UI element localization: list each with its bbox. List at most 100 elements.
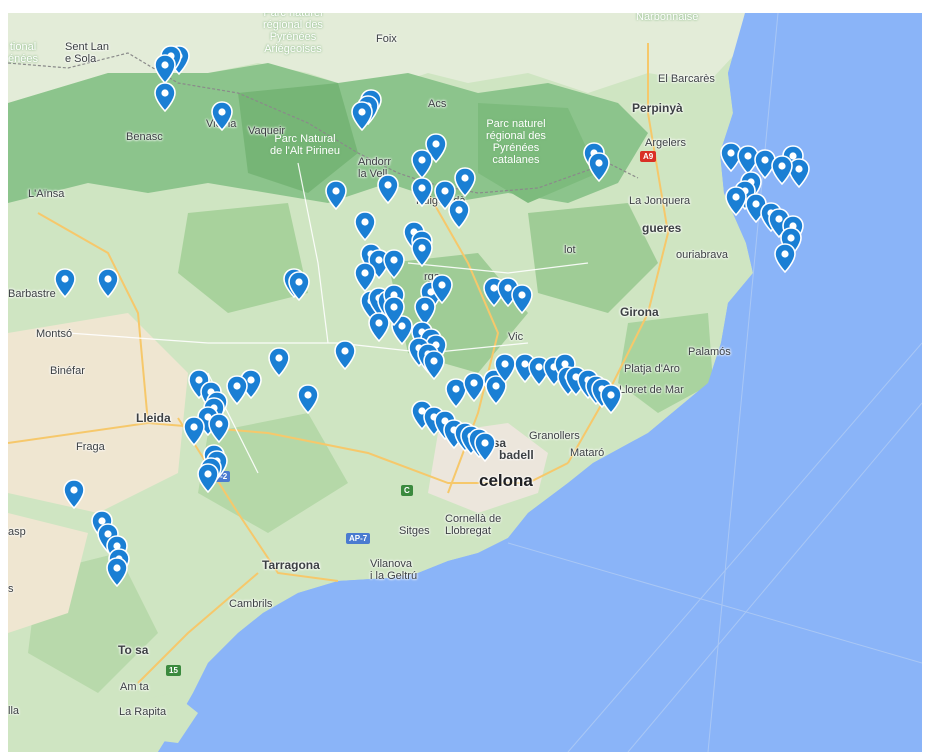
map-pin-marker[interactable] xyxy=(463,372,485,402)
road-shield-a9: A9 xyxy=(640,151,657,162)
place-label-line: Vilanova xyxy=(370,558,412,570)
place-label-cambrils: Cambrils xyxy=(229,598,273,610)
map-pin-marker[interactable] xyxy=(588,152,610,182)
place-label-el-barcares: El Barcarès xyxy=(658,73,715,85)
border-line xyxy=(8,52,639,194)
map-pin-marker[interactable] xyxy=(474,432,496,462)
map-pin-marker[interactable] xyxy=(351,101,373,131)
map-pin-icon xyxy=(97,268,119,298)
map-pin-marker[interactable] xyxy=(154,82,176,112)
place-label-left-edge-la: lla xyxy=(8,705,20,717)
road-shield-e15: 15 xyxy=(166,665,181,676)
map-pin-icon xyxy=(411,149,433,179)
map-pin-marker[interactable] xyxy=(434,180,456,210)
ebro-delta xyxy=(128,693,198,743)
place-label-l-ainsa: L'Aïnsa xyxy=(28,188,65,200)
place-label-line: e Sola xyxy=(65,53,97,65)
map-pin-marker[interactable] xyxy=(494,353,516,383)
forest-patch xyxy=(178,203,308,313)
map-pin-marker[interactable] xyxy=(97,268,119,298)
map-pin-marker[interactable] xyxy=(774,243,796,273)
place-label-left-edge-s: s xyxy=(8,583,14,595)
map-pin-icon xyxy=(754,149,776,179)
place-label-vic: Vic xyxy=(508,331,524,343)
map-pin-marker[interactable] xyxy=(771,155,793,185)
map-pin-marker[interactable] xyxy=(197,463,219,493)
place-label-line: régional des xyxy=(486,130,546,142)
place-label-narbonnaise: Narbonnaise xyxy=(636,13,699,23)
map-pin-icon xyxy=(106,557,128,587)
map-pin-marker[interactable] xyxy=(431,274,453,304)
place-label-line: Llobregat xyxy=(445,525,491,537)
plain-area xyxy=(8,513,88,633)
place-label-line: Ariégeoises xyxy=(264,43,322,55)
map-pin-marker[interactable] xyxy=(325,180,347,210)
map-pin-marker[interactable] xyxy=(737,145,759,175)
map-pin-marker[interactable] xyxy=(106,557,128,587)
place-label-granollers: Granollers xyxy=(529,430,580,442)
map-pin-icon xyxy=(288,271,310,301)
place-label-figueres: gueres xyxy=(642,221,682,235)
map-pin-marker[interactable] xyxy=(211,101,233,131)
map-pin-marker[interactable] xyxy=(411,149,433,179)
map-pin-marker[interactable] xyxy=(183,416,205,446)
map-pin-marker[interactable] xyxy=(63,479,85,509)
place-label-costa-brava: ouriabrava xyxy=(676,249,728,261)
place-label-palamos: Palamós xyxy=(688,346,731,358)
map-pin-marker[interactable] xyxy=(725,186,747,216)
map-pin-marker[interactable] xyxy=(411,237,433,267)
place-label-platja-d-aro: Platja d'Aro xyxy=(624,363,680,375)
place-label-line: Pyrénées xyxy=(269,31,317,43)
map-pin-marker[interactable] xyxy=(354,262,376,292)
map-pin-icon xyxy=(208,413,230,443)
map-pin-marker[interactable] xyxy=(54,268,76,298)
map-pin-marker[interactable] xyxy=(511,284,533,314)
map-pin-marker[interactable] xyxy=(334,340,356,370)
place-label-perpinya: Perpinyà xyxy=(632,101,683,115)
map-pin-marker[interactable] xyxy=(720,142,742,172)
place-label-casp: asp xyxy=(8,526,26,538)
place-label-line: Parc naturel xyxy=(486,118,546,130)
place-label-line: i la Geltrú xyxy=(370,570,418,582)
map-pin-marker[interactable] xyxy=(448,199,470,229)
map-pin-icon xyxy=(297,384,319,414)
map-pin-marker[interactable] xyxy=(383,296,405,326)
map-pin-icon xyxy=(325,180,347,210)
map-pin-icon xyxy=(725,186,747,216)
map-pin-marker[interactable] xyxy=(354,211,376,241)
place-label-olot: lot xyxy=(564,244,576,256)
place-label-amposta: Am ta xyxy=(120,681,149,693)
map-pin-marker[interactable] xyxy=(754,149,776,179)
map-pin-marker[interactable] xyxy=(423,350,445,380)
place-label-acs: Acs xyxy=(428,98,447,110)
map-pin-marker[interactable] xyxy=(383,249,405,279)
forest-patch xyxy=(238,83,358,193)
map-pin-icon xyxy=(600,384,622,414)
map-pin-icon xyxy=(588,152,610,182)
map-pin-marker[interactable] xyxy=(454,167,476,197)
map-pin-icon xyxy=(154,82,176,112)
map-pin-marker[interactable] xyxy=(154,54,176,84)
place-label-girona: Girona xyxy=(620,305,659,319)
map-pin-marker[interactable] xyxy=(226,375,248,405)
map-pin-marker[interactable] xyxy=(600,384,622,414)
place-label-line: tional xyxy=(9,41,37,53)
sea-lanes xyxy=(507,13,922,752)
map-pin-marker[interactable] xyxy=(411,177,433,207)
map-pin-marker[interactable] xyxy=(377,174,399,204)
map-pin-marker[interactable] xyxy=(297,384,319,414)
map-pin-marker[interactable] xyxy=(288,271,310,301)
forest-patch xyxy=(478,103,598,203)
place-label-barbastre: Barbastre xyxy=(8,288,56,300)
place-label-argelers: Argelers xyxy=(645,137,686,149)
map-pin-icon xyxy=(774,243,796,273)
map-pin-marker[interactable] xyxy=(208,413,230,443)
map-pin-marker[interactable] xyxy=(268,347,290,377)
